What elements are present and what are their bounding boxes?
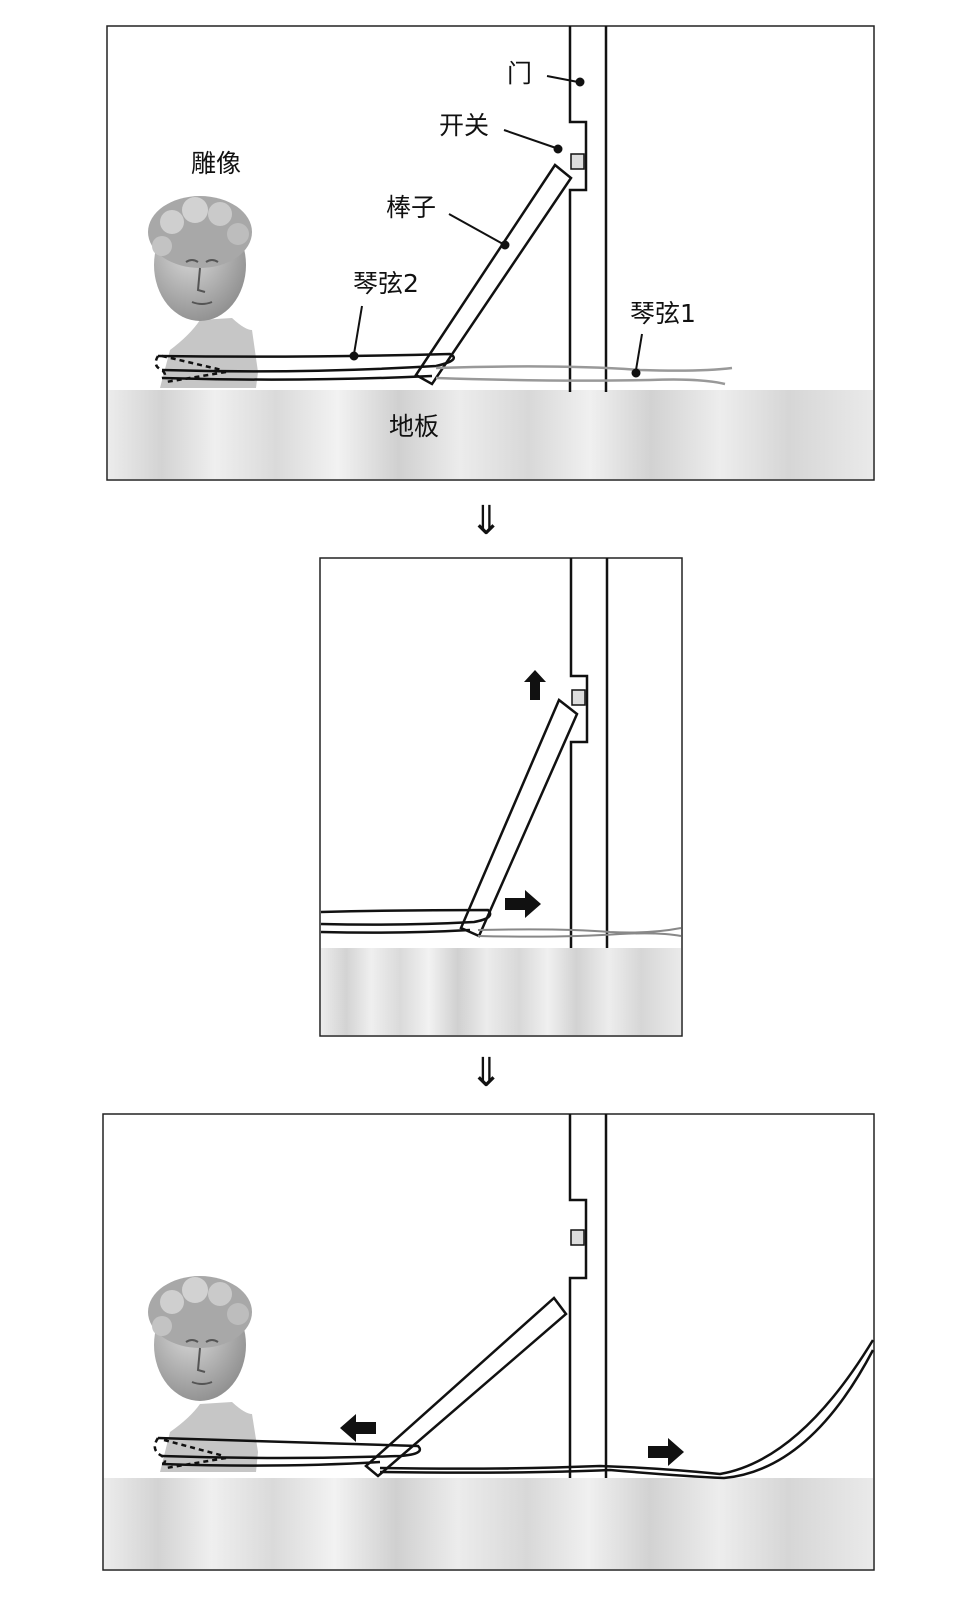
stick: [414, 163, 573, 386]
string-2: [153, 1436, 422, 1470]
arrow-up-icon: [524, 670, 546, 700]
switch: [570, 1229, 585, 1246]
label-string-1: 琴弦1: [630, 299, 696, 328]
door: [568, 26, 608, 392]
statue-bust: [148, 196, 258, 388]
floor: [108, 390, 873, 479]
panel-initial-state: 门 开关 棒子 雕像 琴弦2 琴弦1 地板: [106, 25, 875, 481]
label-switch: 开关: [439, 111, 489, 140]
panel-released-state: [102, 1113, 875, 1571]
transition-arrow-2: ⇓: [469, 1050, 503, 1096]
floor: [104, 1478, 873, 1569]
statue-bust: [148, 1276, 258, 1472]
switch: [571, 689, 586, 706]
leader-lines: [349, 75, 643, 378]
panel-trigger-state: [319, 557, 683, 1037]
label-statue: 雕像: [191, 149, 241, 178]
arrow-right-icon: [505, 890, 541, 918]
label-string-2: 琴弦2: [353, 269, 419, 298]
arrow-right-icon: [648, 1438, 684, 1466]
string-2: [154, 352, 455, 384]
string-1: [379, 1339, 875, 1480]
arrow-left-icon: [340, 1414, 376, 1442]
label-door: 门: [507, 59, 532, 88]
floor: [321, 948, 681, 1035]
stick: [459, 698, 579, 938]
door: [569, 558, 609, 948]
label-stick: 棒子: [386, 193, 436, 222]
string-2: [320, 908, 492, 934]
transition-arrow-1: ⇓: [469, 498, 503, 544]
switch: [570, 153, 585, 170]
door: [568, 1114, 608, 1478]
label-floor: 地板: [389, 412, 439, 441]
stick: [364, 1296, 568, 1478]
string-1: [435, 365, 733, 386]
string-1: [477, 927, 682, 938]
